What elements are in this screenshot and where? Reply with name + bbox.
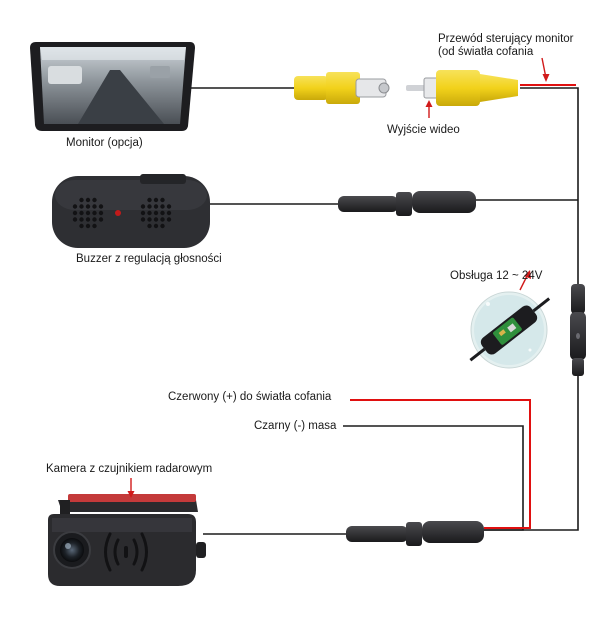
buzzer-image — [52, 174, 210, 248]
power-arrowhead — [524, 270, 531, 279]
control-wire-arrowhead — [542, 74, 550, 82]
control-wire-label-line1: Przewód sterujący monitor — [438, 33, 574, 45]
control-wire-label-line2: (od światła cofania — [438, 46, 534, 58]
camera-connector — [346, 521, 484, 546]
buzzer-label: Buzzer z regulacją głosności — [76, 253, 222, 265]
video-out-arrowhead — [425, 100, 433, 107]
red-wires — [350, 84, 576, 529]
black-wire-label: Czarny (-) masa — [254, 420, 337, 432]
monitor-image — [30, 42, 195, 131]
video-out-label: Wyjście wideo — [387, 124, 460, 136]
label-arrows — [127, 57, 550, 498]
monitor-label: Monitor (opcja) — [66, 137, 143, 149]
camera-arrowhead — [127, 491, 135, 498]
buzzer-connector — [338, 191, 476, 216]
black-ground-wire — [343, 425, 524, 531]
red-reverse-light-wire — [350, 399, 531, 529]
rca-trunk-cable — [520, 87, 579, 296]
power-range-label: Obsługa 12 ~ 24V — [450, 270, 543, 282]
wires — [188, 87, 579, 535]
rca-male-connector — [406, 70, 518, 106]
power-module — [570, 284, 586, 376]
pcb-inset-image — [469, 291, 551, 369]
camera-image — [48, 494, 206, 586]
rca-female-connector — [294, 72, 390, 104]
red-wire-label: Czerwony (+) do światła cofania — [168, 391, 332, 403]
camera-label: Kamera z czujnikiem radarowym — [46, 463, 213, 475]
control-wire-label: Przewód sterujący monitor (od światła co… — [438, 33, 574, 59]
